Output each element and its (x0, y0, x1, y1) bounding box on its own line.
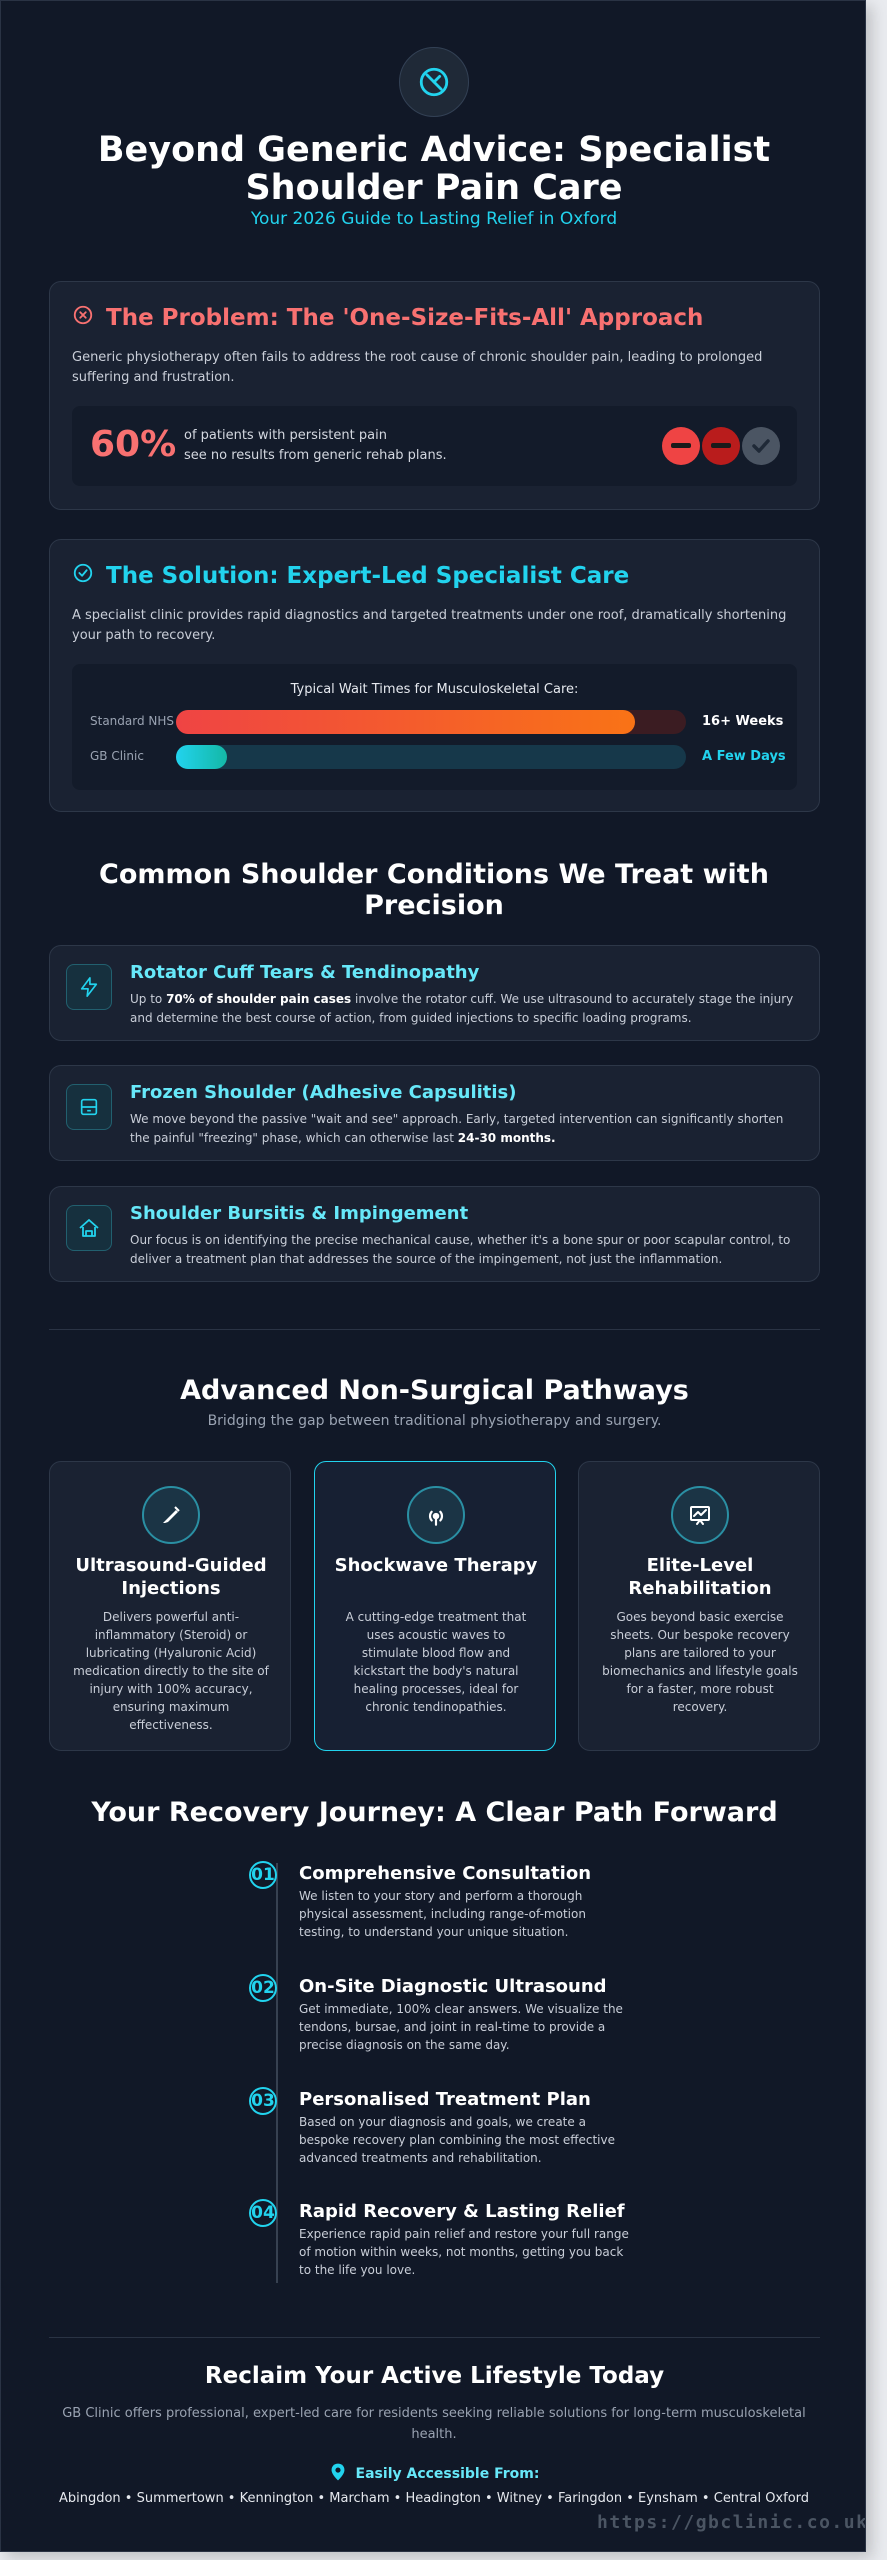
bar-track (176, 745, 686, 769)
bar-value-label: 16+ Weeks (702, 714, 784, 729)
minus-circle-icon (662, 427, 700, 465)
journey-heading: Your Recovery Journey: A Clear Path Forw… (91, 1797, 778, 1828)
step-title: On-Site Diagnostic Ultrasound (299, 1976, 607, 1997)
condition-card: Frozen Shoulder (Adhesive Capsulitis) We… (49, 1065, 820, 1161)
pathway-desc: Delivers powerful anti-inflammatory (Ste… (73, 1610, 269, 1732)
bar-value-label: A Few Days (702, 749, 786, 764)
website-url[interactable]: https://gbclinic.co.uk (597, 2512, 866, 2533)
stat-line-2: see no results from generic rehab plans. (184, 448, 447, 463)
step-number: 02 (249, 1974, 277, 2002)
solution-card: The Solution: Expert-Led Specialist Care… (49, 539, 820, 812)
solution-heading: The Solution: Expert-Led Specialist Care (72, 562, 629, 590)
step-desc: We listen to your story and perform a th… (299, 1889, 586, 1939)
pathway-title: Elite-Level Rehabilitation (628, 1555, 772, 1599)
problem-title: The Problem: The 'One-Size-Fits-All' App… (106, 305, 704, 331)
condition-title: Frozen Shoulder (Adhesive Capsulitis) (130, 1082, 517, 1103)
pathway-title: Shockwave Therapy (334, 1555, 538, 1576)
problem-card: The Problem: The 'One-Size-Fits-All' App… (49, 281, 820, 510)
conditions-heading: Common Shoulder Conditions We Treat with… (99, 859, 769, 921)
close-circle-icon (72, 304, 94, 332)
bar-fill (176, 745, 227, 769)
solution-body: A specialist clinic provides rapid diagn… (72, 608, 787, 643)
solution-title: The Solution: Expert-Led Specialist Care (106, 563, 630, 589)
check-circle-icon (742, 427, 780, 465)
wait-time-chart: Typical Wait Times for Musculoskeletal C… (72, 664, 797, 790)
pathways-heading: Advanced Non-Surgical Pathways (180, 1375, 689, 1406)
pathway-card: Ultrasound-Guided Injections Delivers po… (49, 1461, 291, 1751)
step-title: Personalised Treatment Plan (299, 2089, 591, 2110)
section-divider (49, 1329, 820, 1330)
page-title: Beyond Generic Advice: Specialist Should… (97, 130, 771, 208)
pathway-card-featured: Shockwave Therapy A cutting-edge treatme… (314, 1461, 556, 1751)
pathway-desc: A cutting-edge treatment that uses acous… (345, 1610, 527, 1714)
pathway-card: Elite-Level Rehabilitation Goes beyond b… (578, 1461, 820, 1751)
access-label: Easily Accessible From: (355, 2466, 540, 2482)
stat-value: 60% (90, 424, 177, 465)
footer-body: GB Clinic offers professional, expert-le… (62, 2406, 806, 2442)
pathway-desc: Goes beyond basic exercise sheets. Our b… (602, 1610, 798, 1714)
shockwave-icon (407, 1486, 465, 1544)
stat-line-1: of patients with persistent pain (184, 428, 387, 443)
condition-desc: We move beyond the passive "wait and see… (130, 1112, 784, 1145)
step-number: 03 (249, 2087, 277, 2115)
building-icon (66, 1205, 112, 1251)
condition-card: Shoulder Bursitis & Impingement Our focu… (49, 1186, 820, 1282)
step-number: 01 (249, 1861, 277, 1889)
step-desc: Get immediate, 100% clear answers. We vi… (299, 2002, 623, 2052)
locations-list: Abingdon • Summertown • Kennington • Mar… (58, 2491, 810, 2506)
bar-category-label: GB Clinic (90, 749, 144, 763)
footer-heading: Reclaim Your Active Lifestyle Today (204, 2363, 665, 2389)
syringe-icon (142, 1486, 200, 1544)
access-label-row: Easily Accessible From: (49, 2463, 820, 2485)
shoulder-pain-icon (399, 47, 469, 117)
step-desc: Experience rapid pain relief and restore… (299, 2227, 629, 2277)
step-title: Rapid Recovery & Lasting Relief (299, 2201, 625, 2222)
condition-desc: Our focus is on identifying the precise … (130, 1233, 791, 1266)
problem-heading: The Problem: The 'One-Size-Fits-All' App… (72, 304, 703, 332)
condition-title: Shoulder Bursitis & Impingement (130, 1203, 469, 1224)
problem-body: Generic physiotherapy often fails to add… (72, 350, 763, 385)
check-circle-icon (72, 562, 94, 590)
storage-box-icon (66, 1084, 112, 1130)
chart-board-icon (671, 1486, 729, 1544)
page-subtitle: Your 2026 Guide to Lasting Relief in Oxf… (250, 209, 618, 229)
problem-stat-box: 60% of patients with persistent pain see… (72, 406, 797, 486)
condition-desc: Up to 70% of shoulder pain cases involve… (130, 992, 794, 1025)
minus-circle-icon (702, 427, 740, 465)
bar-track (176, 710, 686, 734)
condition-card: Rotator Cuff Tears & Tendinopathy Up to … (49, 945, 820, 1041)
step-desc: Based on your diagnosis and goals, we cr… (299, 2115, 616, 2165)
bar-fill (176, 710, 635, 734)
pathways-subheading: Bridging the gap between traditional phy… (207, 1413, 662, 1429)
condition-title: Rotator Cuff Tears & Tendinopathy (130, 962, 480, 983)
location-pin-icon (330, 2463, 346, 2485)
bar-category-label: Standard NHS (90, 714, 175, 728)
step-title: Comprehensive Consultation (299, 1863, 592, 1884)
step-number: 04 (249, 2199, 277, 2227)
section-divider (49, 2337, 820, 2338)
chart-title: Typical Wait Times for Musculoskeletal C… (290, 682, 579, 697)
lightning-icon (66, 964, 112, 1010)
timeline-line (276, 1863, 278, 2283)
infographic-page: Beyond Generic Advice: Specialist Should… (0, 0, 866, 2552)
pathway-title: Ultrasound-Guided Injections (75, 1555, 267, 1599)
